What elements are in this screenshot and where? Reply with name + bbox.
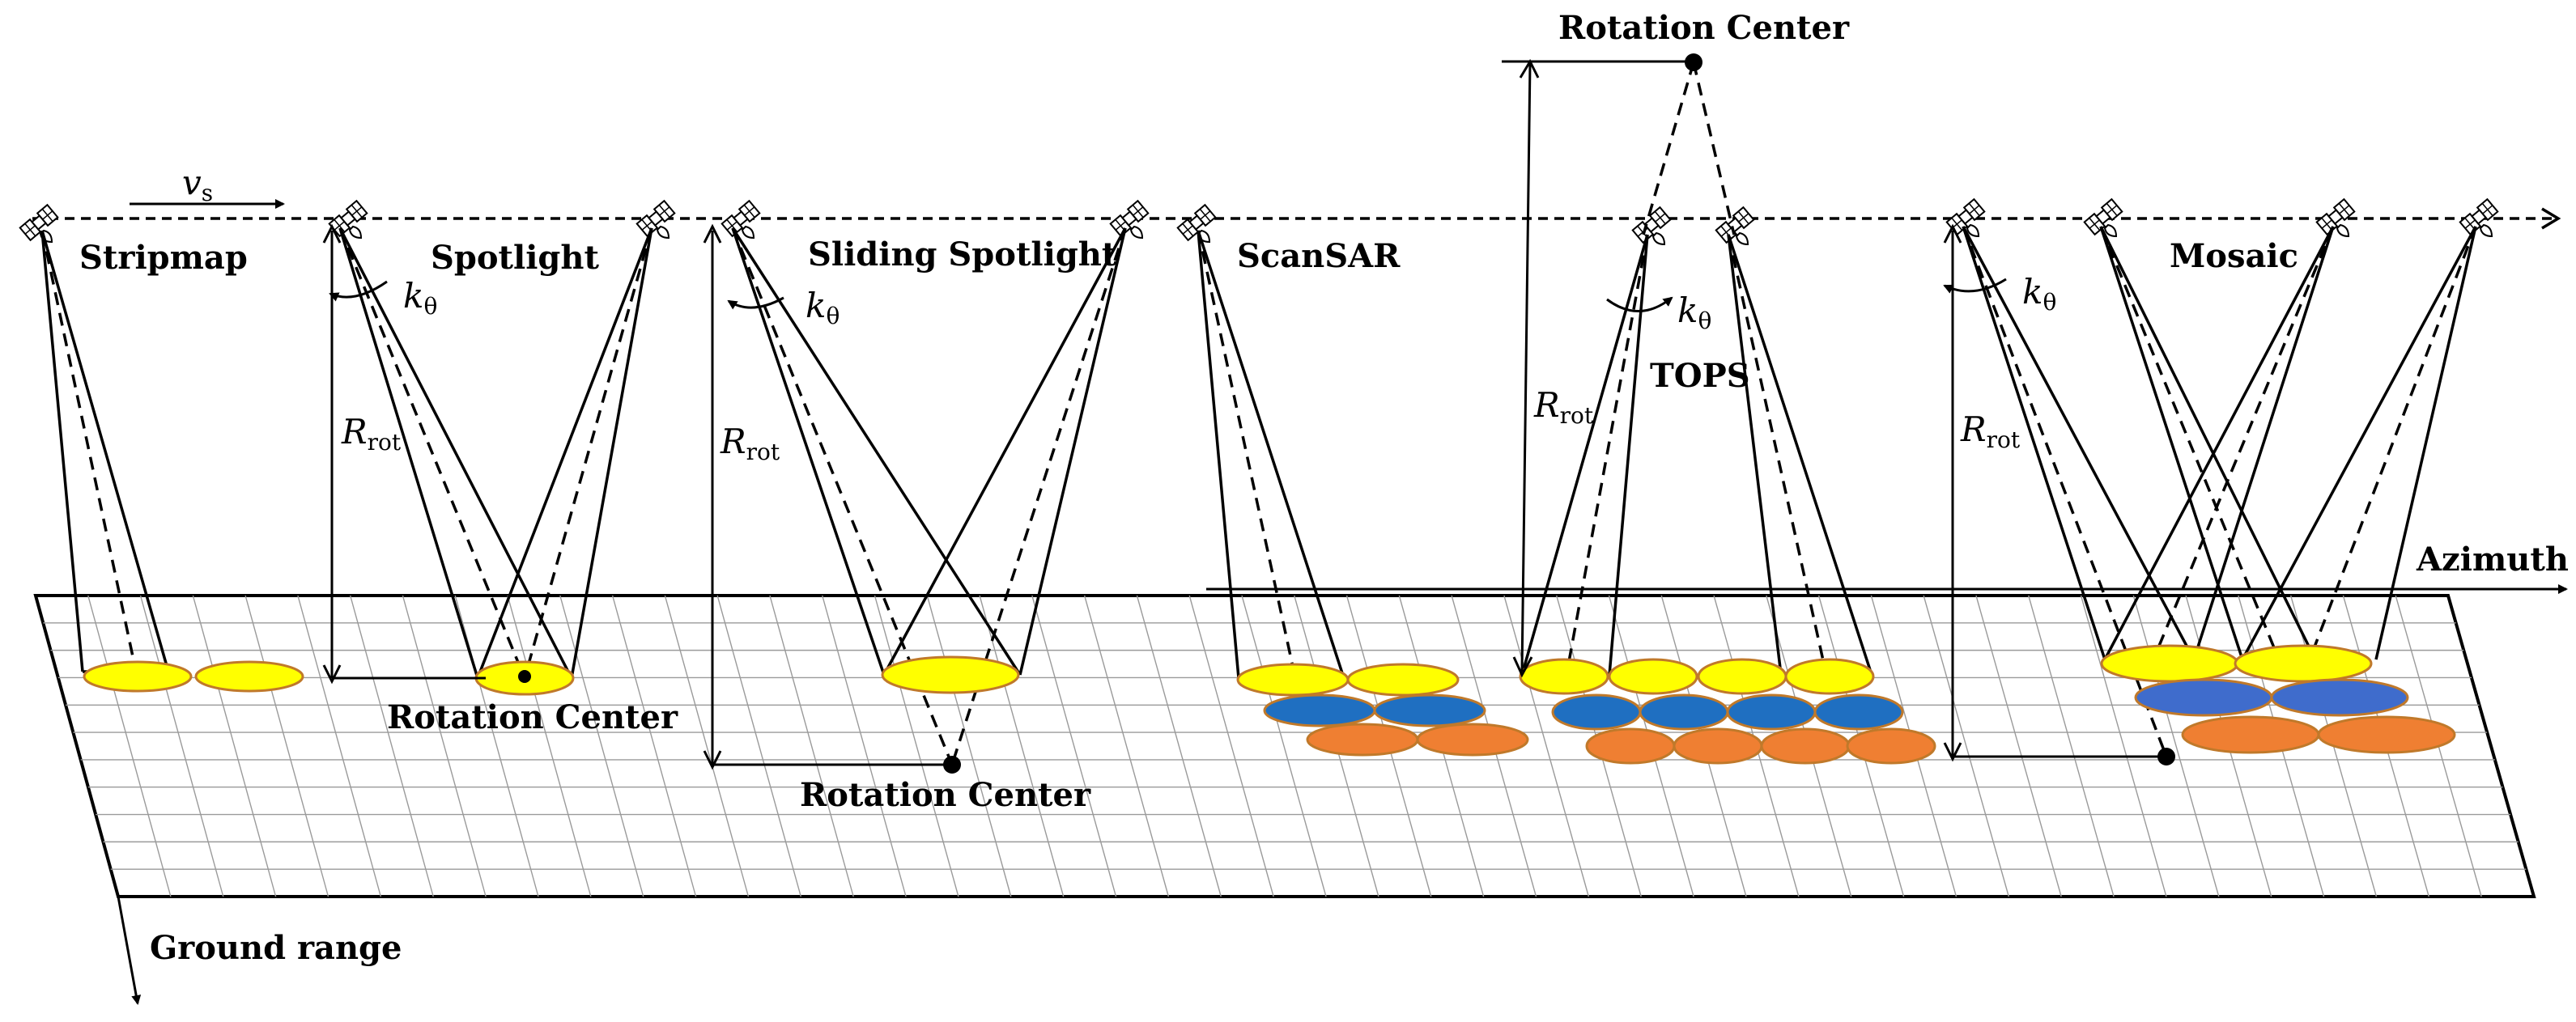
- grid-line: [1031, 595, 1117, 897]
- k-theta-label: kθ: [806, 286, 840, 329]
- mode-label-scansar: ScanSAR: [1237, 237, 1401, 275]
- rotation-center-point: [518, 670, 531, 683]
- footprint-orange: [1760, 727, 1851, 765]
- footprint-orange: [2181, 715, 2320, 754]
- footprint-yellow: [1236, 663, 1350, 697]
- spotlight-mode: Rrot kθ Spotlight Rotation Center: [322, 200, 678, 736]
- r-rot-label: Rrot: [720, 422, 780, 465]
- footprint-blue: [1551, 693, 1642, 731]
- footprint-yellow: [1519, 658, 1609, 695]
- footprint-yellow: [2100, 644, 2239, 683]
- grid-line: [1975, 595, 2062, 897]
- grid-line: [192, 595, 277, 897]
- footprint-orange: [1846, 727, 1936, 765]
- grid-line: [664, 595, 750, 897]
- grid-line: [1503, 595, 1590, 897]
- rotation-center-point: [2157, 748, 2175, 765]
- footprint-orange: [1416, 723, 1529, 757]
- satellite-icon: [19, 204, 59, 243]
- satellite-icon: [1176, 204, 1217, 243]
- rotation-center-label: Rotation Center: [800, 776, 1091, 814]
- mode-label-spotlight: Spotlight: [431, 239, 599, 277]
- footprint-blue: [1726, 693, 1817, 731]
- mode-label-sliding-spotlight: Sliding Spotlight: [808, 235, 1117, 274]
- r-rot-label: Rrot: [1533, 385, 1594, 429]
- grid-line: [507, 595, 592, 897]
- footprint-yellow: [881, 655, 1020, 694]
- grid-line: [1136, 595, 1222, 897]
- grid-line: [139, 595, 224, 897]
- footprint-orange: [2317, 715, 2456, 754]
- grid-line: [822, 595, 907, 897]
- stripmap-mode: Stripmap: [19, 204, 304, 693]
- grid-line: [350, 595, 434, 897]
- tops-mode: Rrot kθ TOPS Rotation Center: [1502, 9, 1936, 765]
- footprint-yellow: [1697, 658, 1787, 695]
- r-rot-label: Rrot: [341, 412, 402, 456]
- grid-line: [297, 595, 382, 897]
- k-theta-label: kθ: [403, 276, 437, 320]
- grid-line: [2028, 595, 2115, 897]
- satellite-icon: [1631, 206, 1672, 245]
- satellite-icon: [2459, 198, 2499, 237]
- grid-line: [874, 595, 959, 897]
- rotation-center-label: Rotation Center: [387, 698, 678, 736]
- footprint-orange: [1673, 727, 1763, 765]
- grid-line: [611, 595, 697, 897]
- ground-plane: [33, 594, 2536, 898]
- mode-label-tops: TOPS: [1650, 357, 1750, 395]
- footprint-yellow: [1784, 658, 1875, 695]
- footprint-blue: [2134, 678, 2273, 717]
- footprint-blue: [1813, 693, 1904, 731]
- footprint-orange: [1306, 723, 1419, 757]
- footprint-yellow: [1346, 663, 1460, 697]
- footprint-yellow: [194, 660, 304, 693]
- k-theta-label: kθ: [2022, 272, 2056, 316]
- grid-line: [1188, 595, 1274, 897]
- footprint-blue: [1373, 693, 1486, 727]
- footprint-blue: [2270, 678, 2409, 717]
- rotation-center-label: Rotation Center: [1558, 9, 1850, 47]
- r-rot-label: Rrot: [1960, 409, 2021, 453]
- ground-grid: [43, 595, 2527, 897]
- grid-line: [769, 595, 854, 897]
- grid-line: [716, 595, 801, 897]
- velocity-label: vs: [182, 163, 213, 206]
- mode-label-stripmap: Stripmap: [79, 239, 248, 277]
- grid-line: [402, 595, 487, 897]
- grid-line: [926, 595, 1012, 897]
- footprint-blue: [1639, 693, 1729, 731]
- grid-line: [559, 595, 644, 897]
- rotation-center-point: [943, 756, 961, 774]
- ground-range-label: Ground range: [150, 929, 402, 967]
- sliding-spotlight-mode: Rrot kθ Sliding Spotlight Rotation Cente…: [703, 200, 1150, 814]
- azimuth-label: Azimuth: [2416, 541, 2569, 579]
- footprint-yellow: [2234, 644, 2373, 683]
- mosaic-mode: Rrot kθ Mosaic: [1943, 198, 2499, 765]
- grid-line: [1241, 595, 1327, 897]
- grid-line: [244, 595, 329, 897]
- grid-line: [87, 595, 172, 897]
- grid-line: [979, 595, 1065, 897]
- footprint-orange: [1585, 727, 1676, 765]
- footprint-yellow: [83, 660, 193, 693]
- grid-line: [1083, 595, 1170, 897]
- footprint-yellow: [1608, 658, 1698, 695]
- grid-line: [2080, 595, 2167, 897]
- ground-range-axis: [117, 896, 142, 1005]
- satellite-icon: [1715, 206, 1755, 245]
- footprint-blue: [1263, 693, 1376, 727]
- k-theta-label: kθ: [1677, 290, 1711, 334]
- grid-line: [1923, 595, 2009, 897]
- scansar-mode: ScanSAR: [1176, 204, 1529, 757]
- mode-label-mosaic: Mosaic: [2170, 237, 2298, 275]
